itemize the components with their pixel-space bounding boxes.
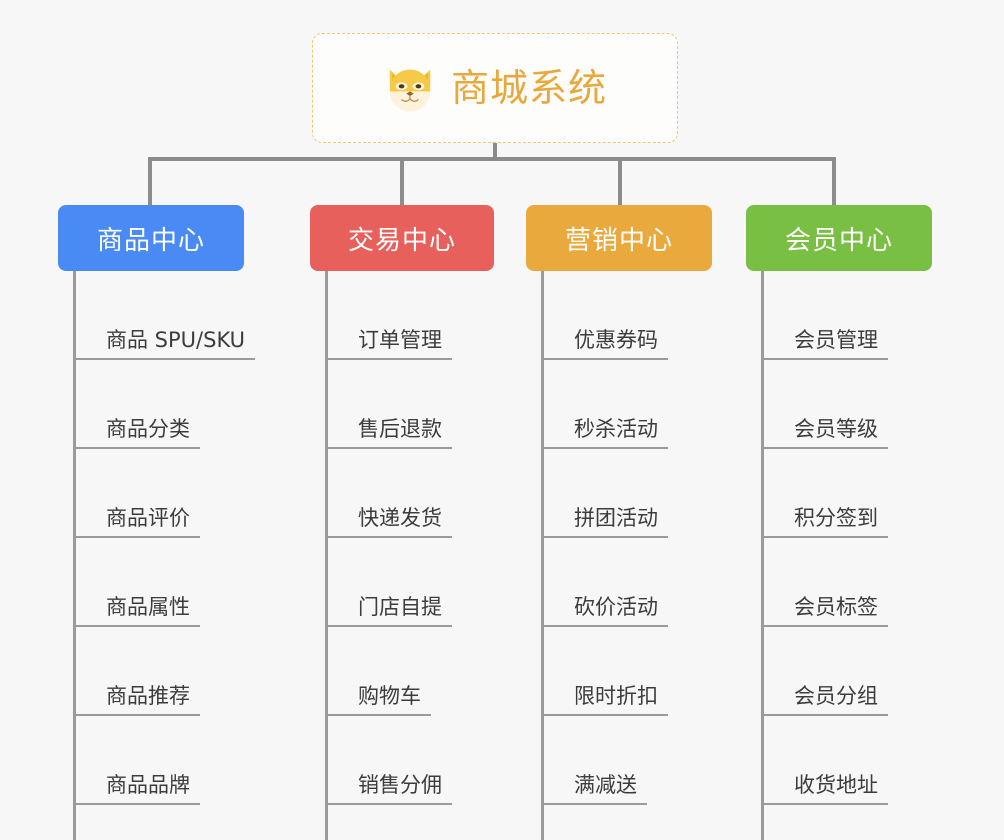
list-item[interactable]: 砍价活动 <box>544 538 712 627</box>
list-item[interactable]: 收货地址 <box>764 716 932 805</box>
list-item-label: 砍价活动 <box>544 595 668 627</box>
list-item-label: 满减送 <box>544 773 647 805</box>
list-item[interactable]: 快递发货 <box>328 449 494 538</box>
list-item-label: 积分签到 <box>764 506 888 538</box>
list-item-label: 快递发货 <box>328 506 452 538</box>
branch-member-center: 会员中心 会员管理 会员等级 积分签到 会员标签 会员分组 收货地址 <box>746 205 932 840</box>
branch-body-product-center: 商品 SPU/SKU 商品分类 商品评价 商品属性 商品推荐 商品品牌 <box>73 271 256 840</box>
shiba-dog-face-icon <box>389 69 431 112</box>
list-item[interactable]: 销售分佣 <box>328 716 494 805</box>
list-item[interactable]: 商品分类 <box>76 360 244 449</box>
list-item[interactable]: 商品 SPU/SKU <box>76 271 256 360</box>
branch-header-label: 营销中心 <box>564 225 673 256</box>
list-item-label: 秒杀活动 <box>544 417 668 449</box>
list-item-label: 购物车 <box>328 684 431 716</box>
list-item-label: 销售分佣 <box>328 773 452 805</box>
list-item-label: 会员标签 <box>764 595 888 627</box>
list-item-label: 商品品牌 <box>76 773 200 805</box>
list-item-label: 拼团活动 <box>544 506 668 538</box>
list-item-label: 限时折扣 <box>544 684 668 716</box>
list-item-label: 会员等级 <box>764 417 888 449</box>
connector-bus <box>148 157 836 161</box>
branch-header-label: 商品中心 <box>96 225 205 256</box>
list-item[interactable]: 会员等级 <box>764 360 932 449</box>
list-item-label: 订单管理 <box>328 328 452 360</box>
list-item[interactable]: 会员标签 <box>764 538 932 627</box>
root-title: 商城系统 <box>450 66 607 110</box>
root-node[interactable]: 商城系统 <box>312 33 678 143</box>
connector-drop-3 <box>618 159 622 205</box>
list-item[interactable]: 限时折扣 <box>544 627 712 716</box>
list-item[interactable]: 拼团活动 <box>544 449 712 538</box>
branch-body-trade-center: 订单管理 售后退款 快递发货 门店自提 购物车 销售分佣 <box>325 271 494 840</box>
branch-header-marketing-center[interactable]: 营销中心 <box>526 205 712 271</box>
branch-marketing-center: 营销中心 优惠券码 秒杀活动 拼团活动 砍价活动 限时折扣 满减送 <box>526 205 712 840</box>
list-item[interactable]: 会员管理 <box>764 271 932 360</box>
list-item-label: 售后退款 <box>328 417 452 449</box>
list-item[interactable]: 会员分组 <box>764 627 932 716</box>
branch-header-member-center[interactable]: 会员中心 <box>746 205 932 271</box>
branch-header-label: 会员中心 <box>784 225 893 256</box>
list-item[interactable]: 积分签到 <box>764 449 932 538</box>
connector-drop-1 <box>148 159 152 205</box>
list-item-label: 商品分类 <box>76 417 200 449</box>
list-item-label: 商品评价 <box>76 506 200 538</box>
connector-drop-4 <box>832 159 836 205</box>
list-item-label: 门店自提 <box>328 595 452 627</box>
list-item[interactable]: 优惠券码 <box>544 271 712 360</box>
list-item[interactable]: 商品品牌 <box>76 716 244 805</box>
list-item[interactable]: 满减送 <box>544 716 712 805</box>
list-item[interactable]: 商品推荐 <box>76 627 244 716</box>
branch-header-trade-center[interactable]: 交易中心 <box>310 205 494 271</box>
branch-header-label: 交易中心 <box>347 225 456 256</box>
connector-drop-2 <box>400 159 404 205</box>
branch-product-center: 商品中心 商品 SPU/SKU 商品分类 商品评价 商品属性 商品推荐 商品品牌 <box>58 205 256 840</box>
list-item[interactable]: 购物车 <box>328 627 494 716</box>
list-item[interactable]: 商品属性 <box>76 538 244 627</box>
list-item[interactable]: 秒杀活动 <box>544 360 712 449</box>
list-item-label: 会员分组 <box>764 684 888 716</box>
list-item-label: 商品属性 <box>76 595 200 627</box>
branch-body-marketing-center: 优惠券码 秒杀活动 拼团活动 砍价活动 限时折扣 满减送 <box>541 271 712 840</box>
list-item-label: 收货地址 <box>764 773 888 805</box>
list-item[interactable]: 商品评价 <box>76 449 244 538</box>
list-item-label: 商品 SPU/SKU <box>76 328 256 360</box>
connector-stem <box>493 143 497 159</box>
branch-header-product-center[interactable]: 商品中心 <box>58 205 244 271</box>
list-item[interactable]: 售后退款 <box>328 360 494 449</box>
list-item-label: 会员管理 <box>764 328 888 360</box>
list-item-label: 商品推荐 <box>76 684 200 716</box>
list-item-label: 优惠券码 <box>544 328 668 360</box>
branch-trade-center: 交易中心 订单管理 售后退款 快递发货 门店自提 购物车 销售分佣 <box>310 205 494 840</box>
list-item[interactable]: 订单管理 <box>328 271 494 360</box>
branch-body-member-center: 会员管理 会员等级 积分签到 会员标签 会员分组 收货地址 <box>761 271 932 840</box>
list-item[interactable]: 门店自提 <box>328 538 494 627</box>
